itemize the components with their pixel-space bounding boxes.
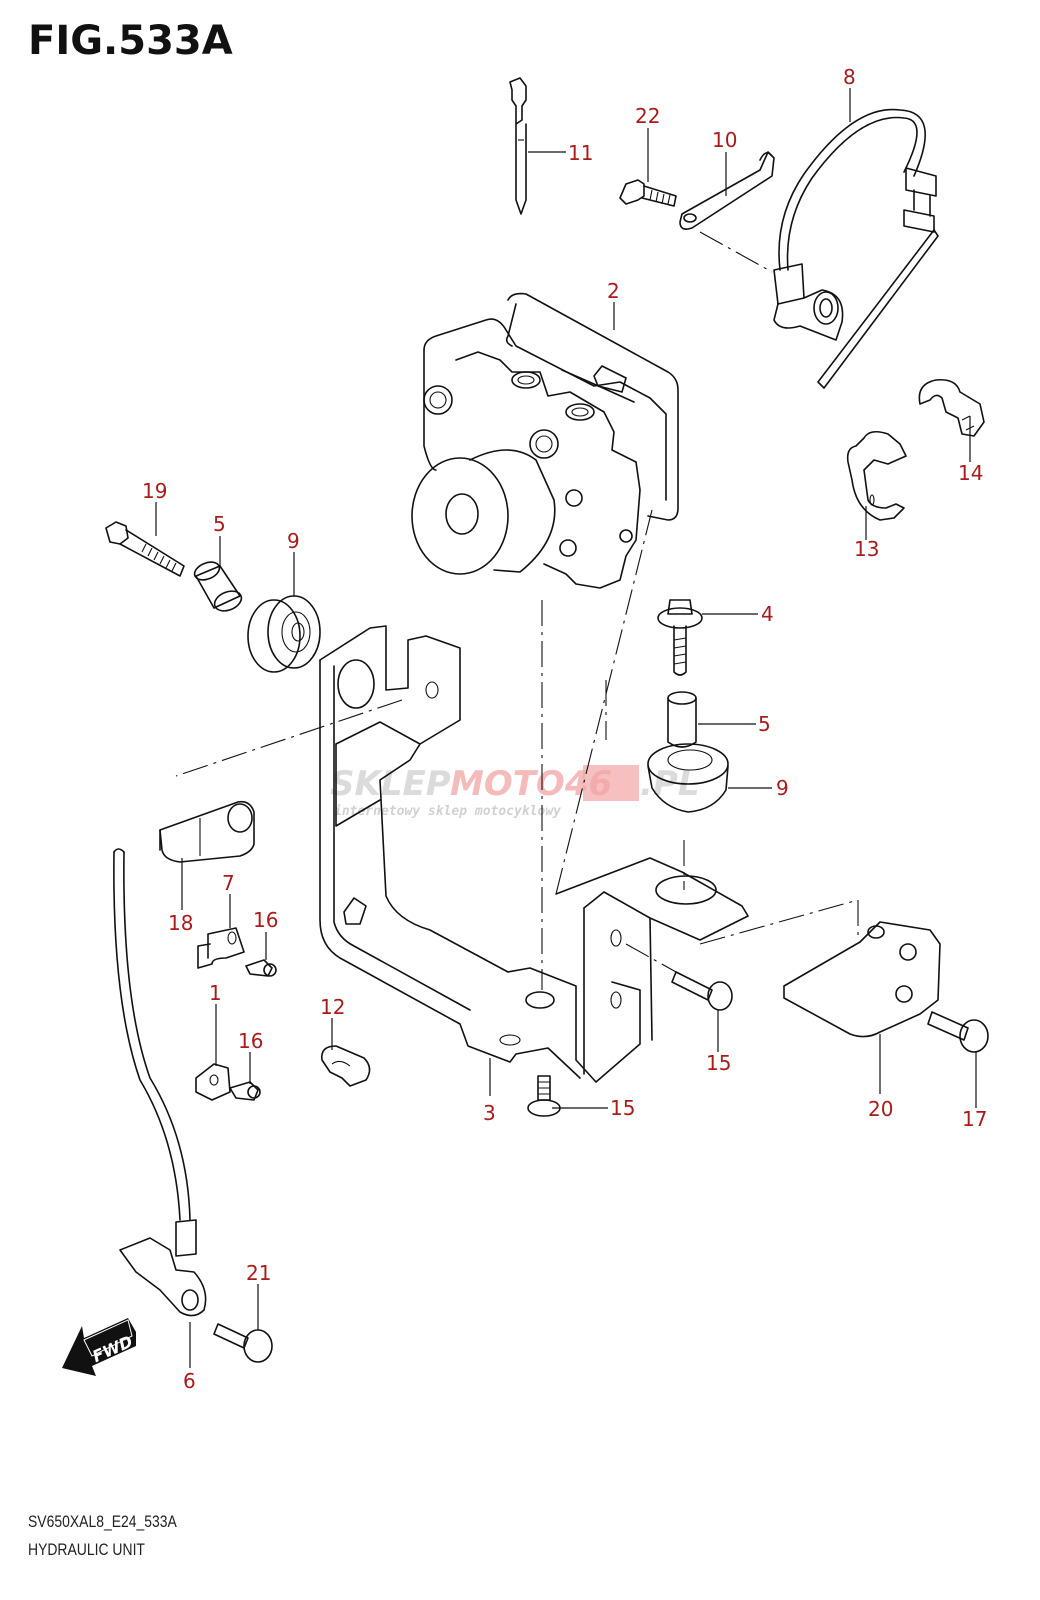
part-clip-7 bbox=[197, 927, 245, 969]
figure-name: HYDRAULIC UNIT bbox=[28, 1540, 145, 1559]
callout-22[interactable]: 22 bbox=[635, 104, 660, 128]
callout-9-right[interactable]: 9 bbox=[776, 776, 789, 800]
part-clamp-12 bbox=[320, 1045, 371, 1087]
part-collar-5-left bbox=[193, 561, 243, 612]
callout-2[interactable]: 2 bbox=[607, 279, 620, 303]
callout-9-left[interactable]: 9 bbox=[287, 529, 300, 553]
part-grommet-9-right bbox=[647, 743, 729, 813]
watermark-brand-grey: SKLEP bbox=[330, 764, 451, 804]
leader-lines bbox=[155, 88, 977, 1368]
part-cable-tie bbox=[509, 77, 527, 215]
part-bolt-15-bottom bbox=[527, 1075, 561, 1117]
callout-11[interactable]: 11 bbox=[568, 141, 593, 165]
assembly-lines bbox=[175, 231, 859, 990]
callout-15-right[interactable]: 15 bbox=[706, 1051, 731, 1075]
callout-1[interactable]: 1 bbox=[209, 981, 222, 1005]
callout-8[interactable]: 8 bbox=[843, 65, 856, 89]
forward-arrow-icon: FWD bbox=[62, 1318, 136, 1376]
part-bolt-4 bbox=[657, 599, 703, 676]
part-rubber-block bbox=[159, 800, 255, 863]
part-grommet-9-left bbox=[247, 595, 321, 673]
part-bolt-22 bbox=[619, 179, 677, 207]
watermark-tagline: internetowy sklep motocyklowy bbox=[334, 804, 561, 819]
part-clip-1 bbox=[195, 1063, 231, 1101]
callout-10[interactable]: 10 bbox=[712, 128, 737, 152]
part-clamp-13 bbox=[846, 430, 907, 521]
part-collar-5-right bbox=[667, 691, 697, 748]
callout-6[interactable]: 6 bbox=[183, 1369, 196, 1393]
callout-5-left[interactable]: 5 bbox=[213, 512, 226, 536]
part-bolt-15-right bbox=[671, 971, 733, 1011]
callout-20[interactable]: 20 bbox=[868, 1097, 893, 1121]
part-wheel-sensor-rear bbox=[773, 108, 939, 389]
part-wheel-sensor-front bbox=[113, 848, 207, 1317]
part-abs-hydraulic-unit bbox=[411, 292, 679, 589]
callout-17[interactable]: 17 bbox=[962, 1107, 987, 1131]
callout-4[interactable]: 4 bbox=[761, 602, 774, 626]
part-screw-16-upper bbox=[245, 959, 277, 977]
callout-7[interactable]: 7 bbox=[222, 871, 235, 895]
part-bolt-17 bbox=[927, 1011, 989, 1053]
callout-14[interactable]: 14 bbox=[958, 461, 983, 485]
callouts: 11 22 10 8 2 14 13 19 5 9 4 5 9 18 7 16 … bbox=[142, 65, 987, 1393]
callout-15-bottom[interactable]: 15 bbox=[610, 1096, 635, 1120]
callout-18[interactable]: 18 bbox=[168, 911, 193, 935]
part-bolt-21 bbox=[213, 1323, 273, 1363]
watermark-red-box bbox=[583, 765, 639, 801]
callout-13[interactable]: 13 bbox=[854, 537, 879, 561]
part-clamp-14 bbox=[918, 378, 985, 437]
part-bracket-10 bbox=[679, 151, 775, 230]
figure-code: SV650XAL8_E24_533A bbox=[28, 1512, 177, 1531]
callout-12[interactable]: 12 bbox=[320, 995, 345, 1019]
callout-16-upper[interactable]: 16 bbox=[253, 908, 278, 932]
part-bracket-20 bbox=[783, 921, 941, 1038]
watermark-brand-red: MOTO46 bbox=[450, 764, 612, 804]
part-screw-16-lower bbox=[229, 1081, 261, 1101]
callout-19[interactable]: 19 bbox=[142, 479, 167, 503]
callout-16-lower[interactable]: 16 bbox=[238, 1029, 263, 1053]
part-main-bracket bbox=[319, 625, 749, 1083]
callout-5-right[interactable]: 5 bbox=[758, 712, 771, 736]
callout-21[interactable]: 21 bbox=[246, 1261, 271, 1285]
watermark: SKLEP MOTO46 .PL internetowy sklep motoc… bbox=[330, 764, 700, 819]
callout-3[interactable]: 3 bbox=[483, 1101, 496, 1125]
figure-title: FIG.533A bbox=[28, 18, 233, 64]
part-bolt-19 bbox=[105, 521, 185, 577]
